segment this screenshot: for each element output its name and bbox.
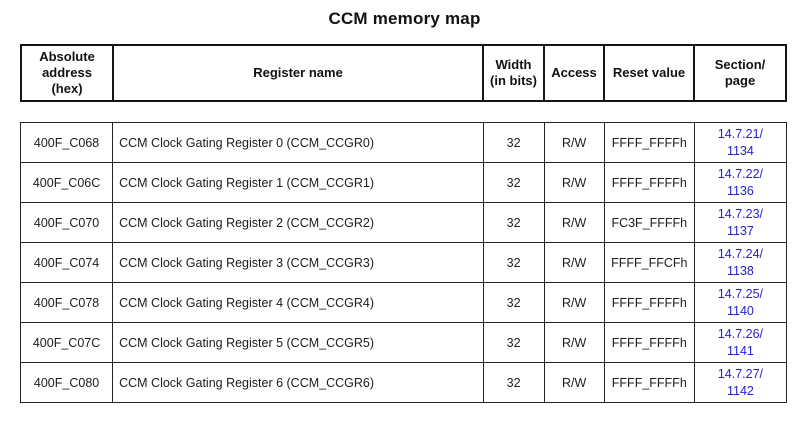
cell-access: R/W [543,122,605,163]
cell-reset-value: FFFF_FFFFh [603,162,695,203]
cell-section-page: 14.7.22/ 1136 [693,162,788,203]
cell-section-page: 14.7.27/ 1142 [693,362,788,403]
cell-section-page: 14.7.21/ 1134 [693,122,788,163]
cell-register-name: CCM Clock Gating Register 4 (CCM_CCGR4) [112,282,484,323]
col-header-reset-value: Reset value [603,44,695,102]
cell-access: R/W [543,362,605,403]
table-row: 400F_C068 CCM Clock Gating Register 0 (C… [19,122,788,163]
cell-reset-value: FC3F_FFFFh [603,202,695,243]
cell-address: 400F_C068 [19,122,114,163]
cell-register-name: CCM Clock Gating Register 5 (CCM_CCGR5) [112,322,484,363]
data-table-continuation-stub [20,403,787,408]
cell-register-name: CCM Clock Gating Register 6 (CCM_CCGR6) [112,362,484,403]
section-page-link[interactable]: 14.7.26/ 1141 [717,327,764,358]
cell-reset-value: FFFF_FFFFh [603,282,695,323]
table-row: 400F_C06C CCM Clock Gating Register 1 (C… [19,162,788,203]
section-page-link[interactable]: 14.7.27/ 1142 [717,367,764,398]
memory-map-header-table: Absolute address (hex) Register name Wid… [20,44,787,102]
cell-address: 400F_C074 [19,242,114,283]
cell-register-name: CCM Clock Gating Register 2 (CCM_CCGR2) [112,202,484,243]
cell-width: 32 [482,122,545,163]
cell-width: 32 [482,202,545,243]
col-header-section-page: Section/ page [693,44,787,102]
cell-access: R/W [543,282,605,323]
table-row: 400F_C078 CCM Clock Gating Register 4 (C… [19,282,788,323]
cell-reset-value: FFFF_FFCFh [603,242,695,283]
col-header-register-name: Register name [112,44,484,102]
cell-reset-value: FFFF_FFFFh [603,322,695,363]
cell-address: 400F_C078 [19,282,114,323]
cell-access: R/W [543,202,605,243]
cell-width: 32 [482,362,545,403]
cell-section-page: 14.7.24/ 1138 [693,242,788,283]
cell-register-name: CCM Clock Gating Register 0 (CCM_CCGR0) [112,122,484,163]
cell-section-page: 14.7.26/ 1141 [693,322,788,363]
cell-address: 400F_C06C [19,162,114,203]
cell-address: 400F_C080 [19,362,114,403]
cell-width: 32 [482,322,545,363]
cell-register-name: CCM Clock Gating Register 1 (CCM_CCGR1) [112,162,484,203]
cell-access: R/W [543,242,605,283]
table-row: 400F_C080 CCM Clock Gating Register 6 (C… [19,362,788,403]
section-page-link[interactable]: 14.7.23/ 1137 [717,207,764,238]
section-page-link[interactable]: 14.7.24/ 1138 [717,247,764,278]
cell-section-page: 14.7.25/ 1140 [693,282,788,323]
section-page-link[interactable]: 14.7.25/ 1140 [717,287,764,318]
header-table-continuation-stub [20,102,787,108]
cell-width: 32 [482,242,545,283]
cell-width: 32 [482,282,545,323]
col-header-width: Width (in bits) [482,44,545,102]
cell-access: R/W [543,162,605,203]
cell-section-page: 14.7.23/ 1137 [693,202,788,243]
table-row: 400F_C070 CCM Clock Gating Register 2 (C… [19,202,788,243]
cell-address: 400F_C070 [19,202,114,243]
section-page-link[interactable]: 14.7.21/ 1134 [717,127,764,158]
memory-map-table: 400F_C068 CCM Clock Gating Register 0 (C… [19,122,788,403]
cell-width: 32 [482,162,545,203]
table-row: 400F_C07C CCM Clock Gating Register 5 (C… [19,322,788,363]
section-page-link[interactable]: 14.7.22/ 1136 [717,167,764,198]
table-title: CCM memory map [328,9,481,28]
cell-reset-value: FFFF_FFFFh [603,362,695,403]
col-header-access: Access [543,44,605,102]
cell-register-name: CCM Clock Gating Register 3 (CCM_CCGR3) [112,242,484,283]
cell-address: 400F_C07C [19,322,114,363]
cell-reset-value: FFFF_FFFFh [603,122,695,163]
header-row: Absolute address (hex) Register name Wid… [20,44,787,102]
col-header-absolute-address: Absolute address (hex) [20,44,114,102]
table-row: 400F_C074 CCM Clock Gating Register 3 (C… [19,242,788,283]
cell-access: R/W [543,322,605,363]
